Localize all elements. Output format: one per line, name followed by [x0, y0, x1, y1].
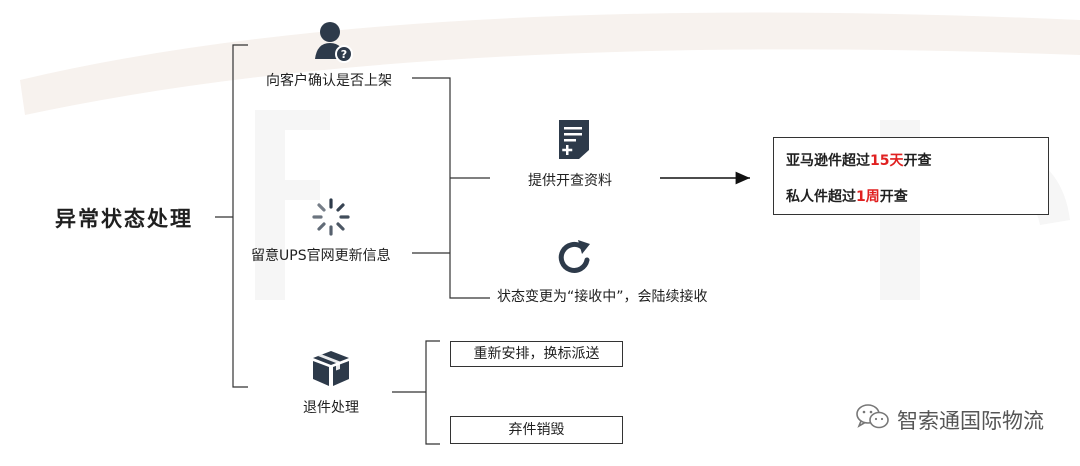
- return-option-redeliver: 重新安排，换标派送: [450, 341, 623, 367]
- return-option-destroy: 弃件销毁: [450, 416, 623, 444]
- return-bracket: [425, 340, 440, 445]
- private-rule: 私人件超过1周开查: [786, 186, 908, 206]
- private-rule-weeks: 1周: [856, 189, 880, 205]
- amazon-rule-prefix: 亚马逊件超过: [786, 153, 870, 169]
- branch-monitor-label: 留意UPS官网更新信息: [251, 248, 391, 264]
- branch-return-label: 退件处理: [303, 400, 359, 416]
- amazon-rule: 亚马逊件超过15天开查: [786, 150, 931, 170]
- investigation-rule-box: 亚马逊件超过15天开查 私人件超过1周开查: [773, 137, 1049, 215]
- user-question-icon: ?: [313, 21, 353, 67]
- box-icon: [311, 349, 351, 391]
- footer-brand: 智索通国际物流: [855, 402, 1044, 437]
- main-bracket: [232, 44, 248, 388]
- amazon-rule-suffix: 开查: [903, 153, 932, 169]
- private-rule-prefix: 私人件超过: [786, 189, 856, 205]
- private-rule-suffix: 开查: [879, 189, 908, 205]
- status-change-label: 状态变更为“接收中”，会陆续接收: [497, 289, 708, 305]
- loading-spinner-icon: [311, 197, 351, 241]
- refresh-icon: [555, 238, 595, 282]
- provide-materials-label: 提供开查资料: [528, 173, 612, 189]
- wechat-icon: [855, 402, 891, 437]
- page-title: 异常状态处理: [55, 207, 193, 231]
- footer-brand-text: 智索通国际物流: [897, 408, 1044, 433]
- amazon-rule-days: 15天: [870, 153, 904, 169]
- branch-confirm-label: 向客户确认是否上架: [266, 73, 392, 89]
- document-add-icon: [557, 118, 591, 164]
- svg-text:?: ?: [341, 48, 347, 61]
